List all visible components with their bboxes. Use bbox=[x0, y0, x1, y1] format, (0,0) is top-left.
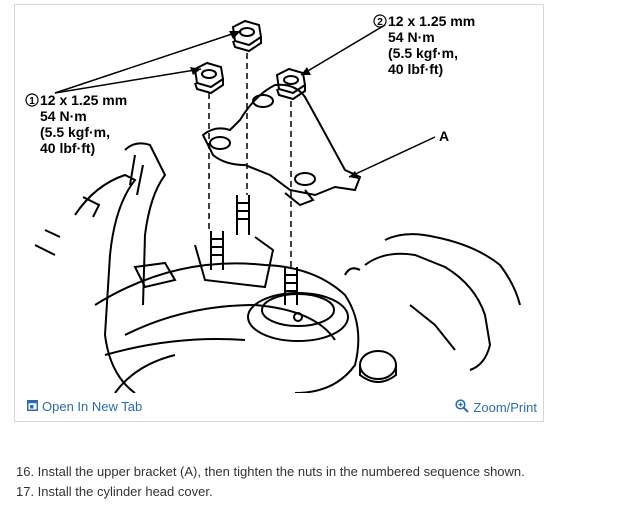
callout-2-number: 2 bbox=[377, 17, 383, 28]
callout-2-line-3: (5.5 kgf·m, bbox=[388, 45, 458, 61]
zoom-print-label: Zoom/Print bbox=[473, 400, 537, 415]
open-in-new-tab-label: Open In New Tab bbox=[42, 399, 143, 414]
bracket-label-a: A bbox=[439, 128, 449, 144]
zoom-print-link[interactable]: Zoom/Print bbox=[455, 399, 537, 416]
callout-2-line-4: 40 lbf·ft) bbox=[388, 61, 443, 77]
torque-callout-1: 1 12 x 1.25 mm 54 N·m (5.5 kgf·m, 40 lbf… bbox=[25, 92, 127, 156]
instruction-steps: 16. Install the upper bracket (A), then … bbox=[16, 462, 616, 502]
callout-1-line-2: 54 N·m bbox=[40, 108, 87, 124]
callout-1-line-4: 40 lbf·ft) bbox=[40, 140, 95, 156]
callout-1-line-1: 12 x 1.25 mm bbox=[40, 92, 127, 108]
callout-1-number: 1 bbox=[29, 96, 35, 107]
figure-toolbar: Open In New Tab Zoom/Print bbox=[15, 393, 543, 421]
figure-card: 1 12 x 1.25 mm 54 N·m (5.5 kgf·m, 40 lbf… bbox=[14, 4, 544, 422]
step-17: 17. Install the cylinder head cover. bbox=[16, 484, 213, 499]
callout-2-line-2: 54 N·m bbox=[388, 29, 435, 45]
callout-1-line-3: (5.5 kgf·m, bbox=[40, 124, 110, 140]
torque-callout-2: 2 12 x 1.25 mm 54 N·m (5.5 kgf·m, 40 lbf… bbox=[373, 13, 475, 77]
open-in-new-tab-link[interactable]: Open In New Tab bbox=[27, 399, 142, 414]
zoom-icon bbox=[455, 399, 470, 416]
step-16: 16. Install the upper bracket (A), then … bbox=[16, 464, 525, 479]
callout-2-line-1: 12 x 1.25 mm bbox=[388, 13, 475, 29]
open-in-new-tab-icon bbox=[27, 399, 38, 414]
bracket-diagram[interactable]: 1 12 x 1.25 mm 54 N·m (5.5 kgf·m, 40 lbf… bbox=[15, 5, 543, 393]
